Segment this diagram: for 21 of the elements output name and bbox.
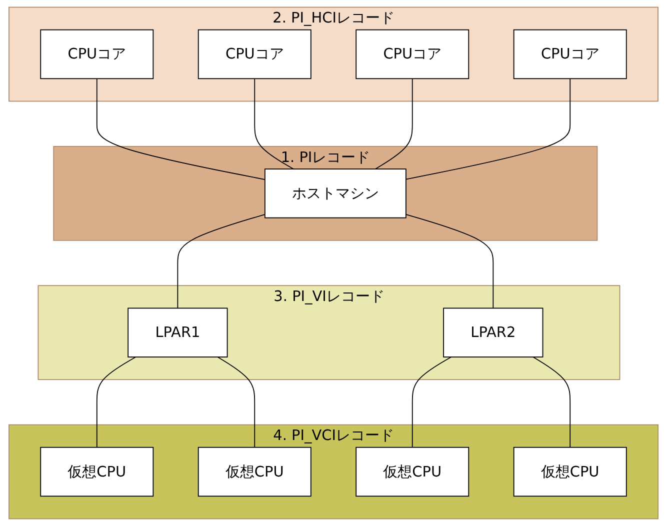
connector xyxy=(96,78,266,180)
connector xyxy=(177,214,266,309)
node-box: CPUコア xyxy=(513,29,627,80)
node-box: CPUコア xyxy=(356,29,470,80)
connector xyxy=(254,78,294,170)
node-box: LPAR1 xyxy=(128,308,228,358)
node-box: CPUコア xyxy=(198,29,312,80)
connector xyxy=(374,78,413,170)
node-box: 仮想CPU xyxy=(40,446,154,497)
node-box: ホストマシン xyxy=(264,168,406,218)
node-box: 仮想CPU xyxy=(356,446,470,497)
node-box: CPUコア xyxy=(40,29,154,80)
connector xyxy=(217,356,256,448)
node-box: 仮想CPU xyxy=(198,446,312,497)
node-box: LPAR2 xyxy=(443,308,544,358)
connector xyxy=(532,356,571,448)
node-box: 仮想CPU xyxy=(513,446,627,497)
connector xyxy=(405,214,494,309)
connector xyxy=(96,356,136,448)
connector xyxy=(412,356,452,448)
connector xyxy=(405,78,571,180)
